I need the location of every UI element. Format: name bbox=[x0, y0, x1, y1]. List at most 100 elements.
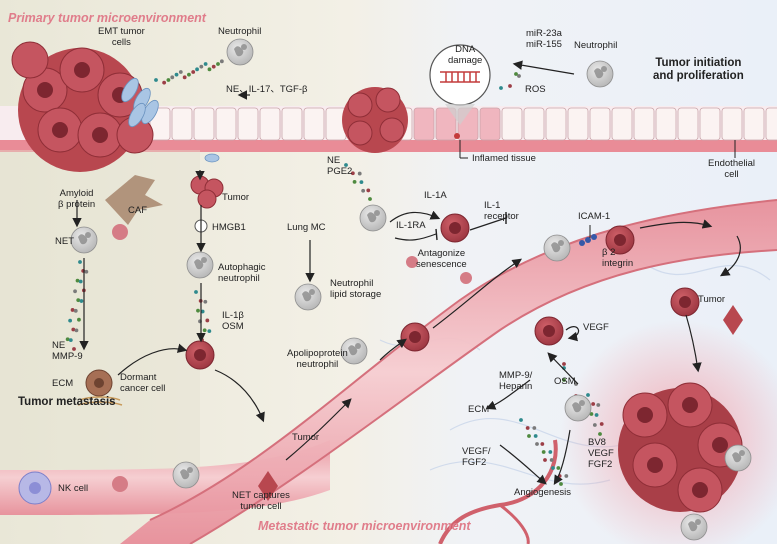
metastasis-title: Tumor metastasis bbox=[18, 396, 116, 408]
hmgb1-label: HMGB1 bbox=[212, 222, 246, 233]
cytokine-dot bbox=[191, 70, 196, 74]
il1-receptor-label: IL-1 receptor bbox=[484, 200, 519, 222]
cytokine-dot bbox=[562, 378, 566, 382]
cytokine-dot bbox=[70, 308, 75, 312]
cytokine-dot bbox=[559, 482, 563, 486]
il1b-osm-label: IL-1β OSM bbox=[222, 310, 244, 332]
cytokine-dot bbox=[525, 426, 530, 430]
cytokine-dot bbox=[78, 260, 82, 264]
cytokine-dot bbox=[551, 466, 555, 470]
cytokine-dot bbox=[532, 426, 537, 430]
cytokine-dot bbox=[540, 442, 545, 446]
endothelial-cell bbox=[611, 107, 633, 141]
net-captures-label: NET captures tumor cell bbox=[232, 490, 290, 512]
dna-damage-label: DNA damage bbox=[448, 44, 483, 66]
il1a-label: IL-1A bbox=[424, 190, 447, 201]
beta2-label: β 2 integrin bbox=[602, 247, 634, 269]
cytokine-dot bbox=[543, 458, 547, 462]
cytokine-dot bbox=[174, 72, 179, 77]
cytokine-dot bbox=[533, 434, 538, 438]
cytokine-dot bbox=[162, 80, 167, 85]
endothelial-label: Endothelial cell bbox=[708, 158, 756, 180]
mir-label: miR-23a miR-155 bbox=[526, 28, 562, 50]
cytokine-dot bbox=[154, 78, 158, 82]
endothelial-cell bbox=[743, 107, 765, 141]
cytokine-dot bbox=[216, 62, 220, 66]
cytokine-dot bbox=[352, 179, 357, 184]
antagonize-label: Antagonize senescence bbox=[416, 248, 467, 270]
cytokine-dot bbox=[556, 466, 561, 470]
cytokine-dot bbox=[166, 78, 171, 82]
cytokine-dot bbox=[71, 327, 76, 332]
cytokine-dot bbox=[202, 328, 207, 333]
cytokine-dot bbox=[517, 74, 521, 78]
cytokine-dot bbox=[592, 423, 597, 427]
ros-label: ROS bbox=[525, 84, 546, 95]
cytokine-dot bbox=[366, 188, 371, 193]
cytokine-dot bbox=[207, 329, 212, 334]
cytokine-dot bbox=[562, 362, 566, 366]
cytokine-dot bbox=[589, 412, 594, 416]
endothelial-cell bbox=[501, 107, 523, 141]
cytokine-dot bbox=[591, 402, 596, 406]
ne-pge2-label: NE PGE2 bbox=[327, 155, 353, 177]
tumor-2-label: Tumor bbox=[292, 432, 320, 443]
caf-label: CAF bbox=[128, 205, 147, 216]
cytokine-dot bbox=[350, 171, 355, 176]
nk-cell-label: NK cell bbox=[58, 483, 89, 494]
cytokine-dot bbox=[187, 72, 191, 77]
cytokine-dot bbox=[77, 317, 81, 322]
tumor-1-label: Tumor bbox=[222, 192, 250, 203]
primary-title: Primary tumor microenvironment bbox=[8, 11, 206, 25]
cytokine-dot bbox=[200, 309, 205, 314]
cytokine-dot bbox=[72, 347, 76, 351]
cytokine-dot bbox=[361, 188, 366, 193]
tumor-3-label: Tumor bbox=[698, 294, 726, 305]
cytokine-dot bbox=[203, 299, 208, 304]
cytokine-dot bbox=[205, 318, 210, 323]
endothelial-cell bbox=[193, 107, 215, 141]
cytokine-dot bbox=[596, 403, 601, 407]
cytokine-dot bbox=[359, 180, 364, 185]
cytokine-dot bbox=[65, 337, 70, 342]
cytokine-dot bbox=[564, 474, 569, 478]
endothelial-cell bbox=[721, 107, 743, 141]
dormant-label: Dormant cancer cell bbox=[120, 372, 166, 394]
ne-il17-label: NE、IL-17、TGF-β bbox=[226, 84, 308, 95]
ne-mmp9-label: NE MMP-9 bbox=[52, 340, 83, 362]
osm-label: OSM bbox=[554, 376, 576, 387]
lipid-label: Neutrophil lipid storage bbox=[330, 278, 382, 300]
cytokine-dot bbox=[74, 328, 79, 333]
icam1-label: ICAM-1 bbox=[578, 211, 611, 222]
il1ra-label: IL-1RA bbox=[396, 220, 426, 231]
ecm-right-label: ECM bbox=[468, 404, 490, 415]
neutrophil-right-label: Neutrophil bbox=[574, 40, 618, 51]
ecm-left-label: ECM bbox=[52, 378, 74, 389]
cytokine-dot bbox=[514, 72, 518, 76]
cytokine-dot bbox=[548, 450, 553, 454]
cytokine-dot bbox=[194, 290, 198, 294]
cytokine-dot bbox=[78, 279, 83, 284]
cytokine-dot bbox=[207, 67, 212, 72]
endothelial-cell bbox=[655, 107, 677, 141]
endothelial-cell bbox=[259, 107, 281, 141]
endothelial-cell bbox=[479, 107, 501, 141]
endothelial-cell bbox=[589, 107, 611, 141]
net-label: NET bbox=[55, 236, 74, 247]
apolipo-label: Apolipoprotein neutrophil bbox=[287, 348, 348, 370]
angiogenesis-label: Angiogenesis bbox=[514, 487, 572, 498]
cytokine-dot bbox=[368, 197, 372, 201]
cytokine-dot bbox=[73, 308, 78, 313]
cytokine-dot bbox=[599, 422, 604, 426]
endothelial-cell bbox=[523, 107, 545, 141]
inflamed-label: Inflamed tissue bbox=[472, 153, 536, 164]
cytokine-dot bbox=[170, 75, 175, 80]
cytokine-dot bbox=[535, 442, 539, 446]
lung-mc-label: Lung MC bbox=[287, 222, 326, 233]
endothelial-cell bbox=[303, 107, 325, 141]
neutrophil-top-label: Neutrophil bbox=[218, 26, 262, 37]
cytokine-dot bbox=[76, 298, 81, 303]
cytokine-dot bbox=[84, 269, 89, 274]
cytokine-dot bbox=[182, 75, 187, 80]
